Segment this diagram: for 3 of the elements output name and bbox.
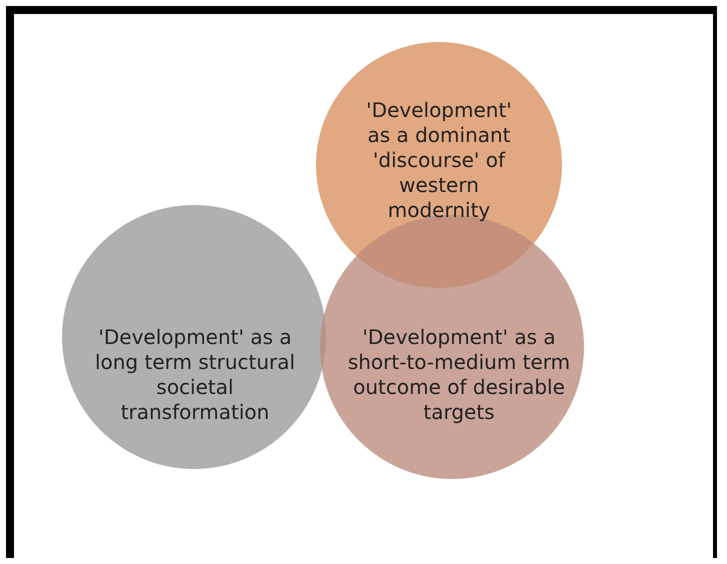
circle-text: 'Development' as a short-to-medium term outcome of desirable targets [346,325,572,425]
circle-text: 'Development' as a long term structural societal transformation [94,325,296,425]
circle-text: 'Development' as a dominant 'discourse' of western modernity [365,98,513,223]
